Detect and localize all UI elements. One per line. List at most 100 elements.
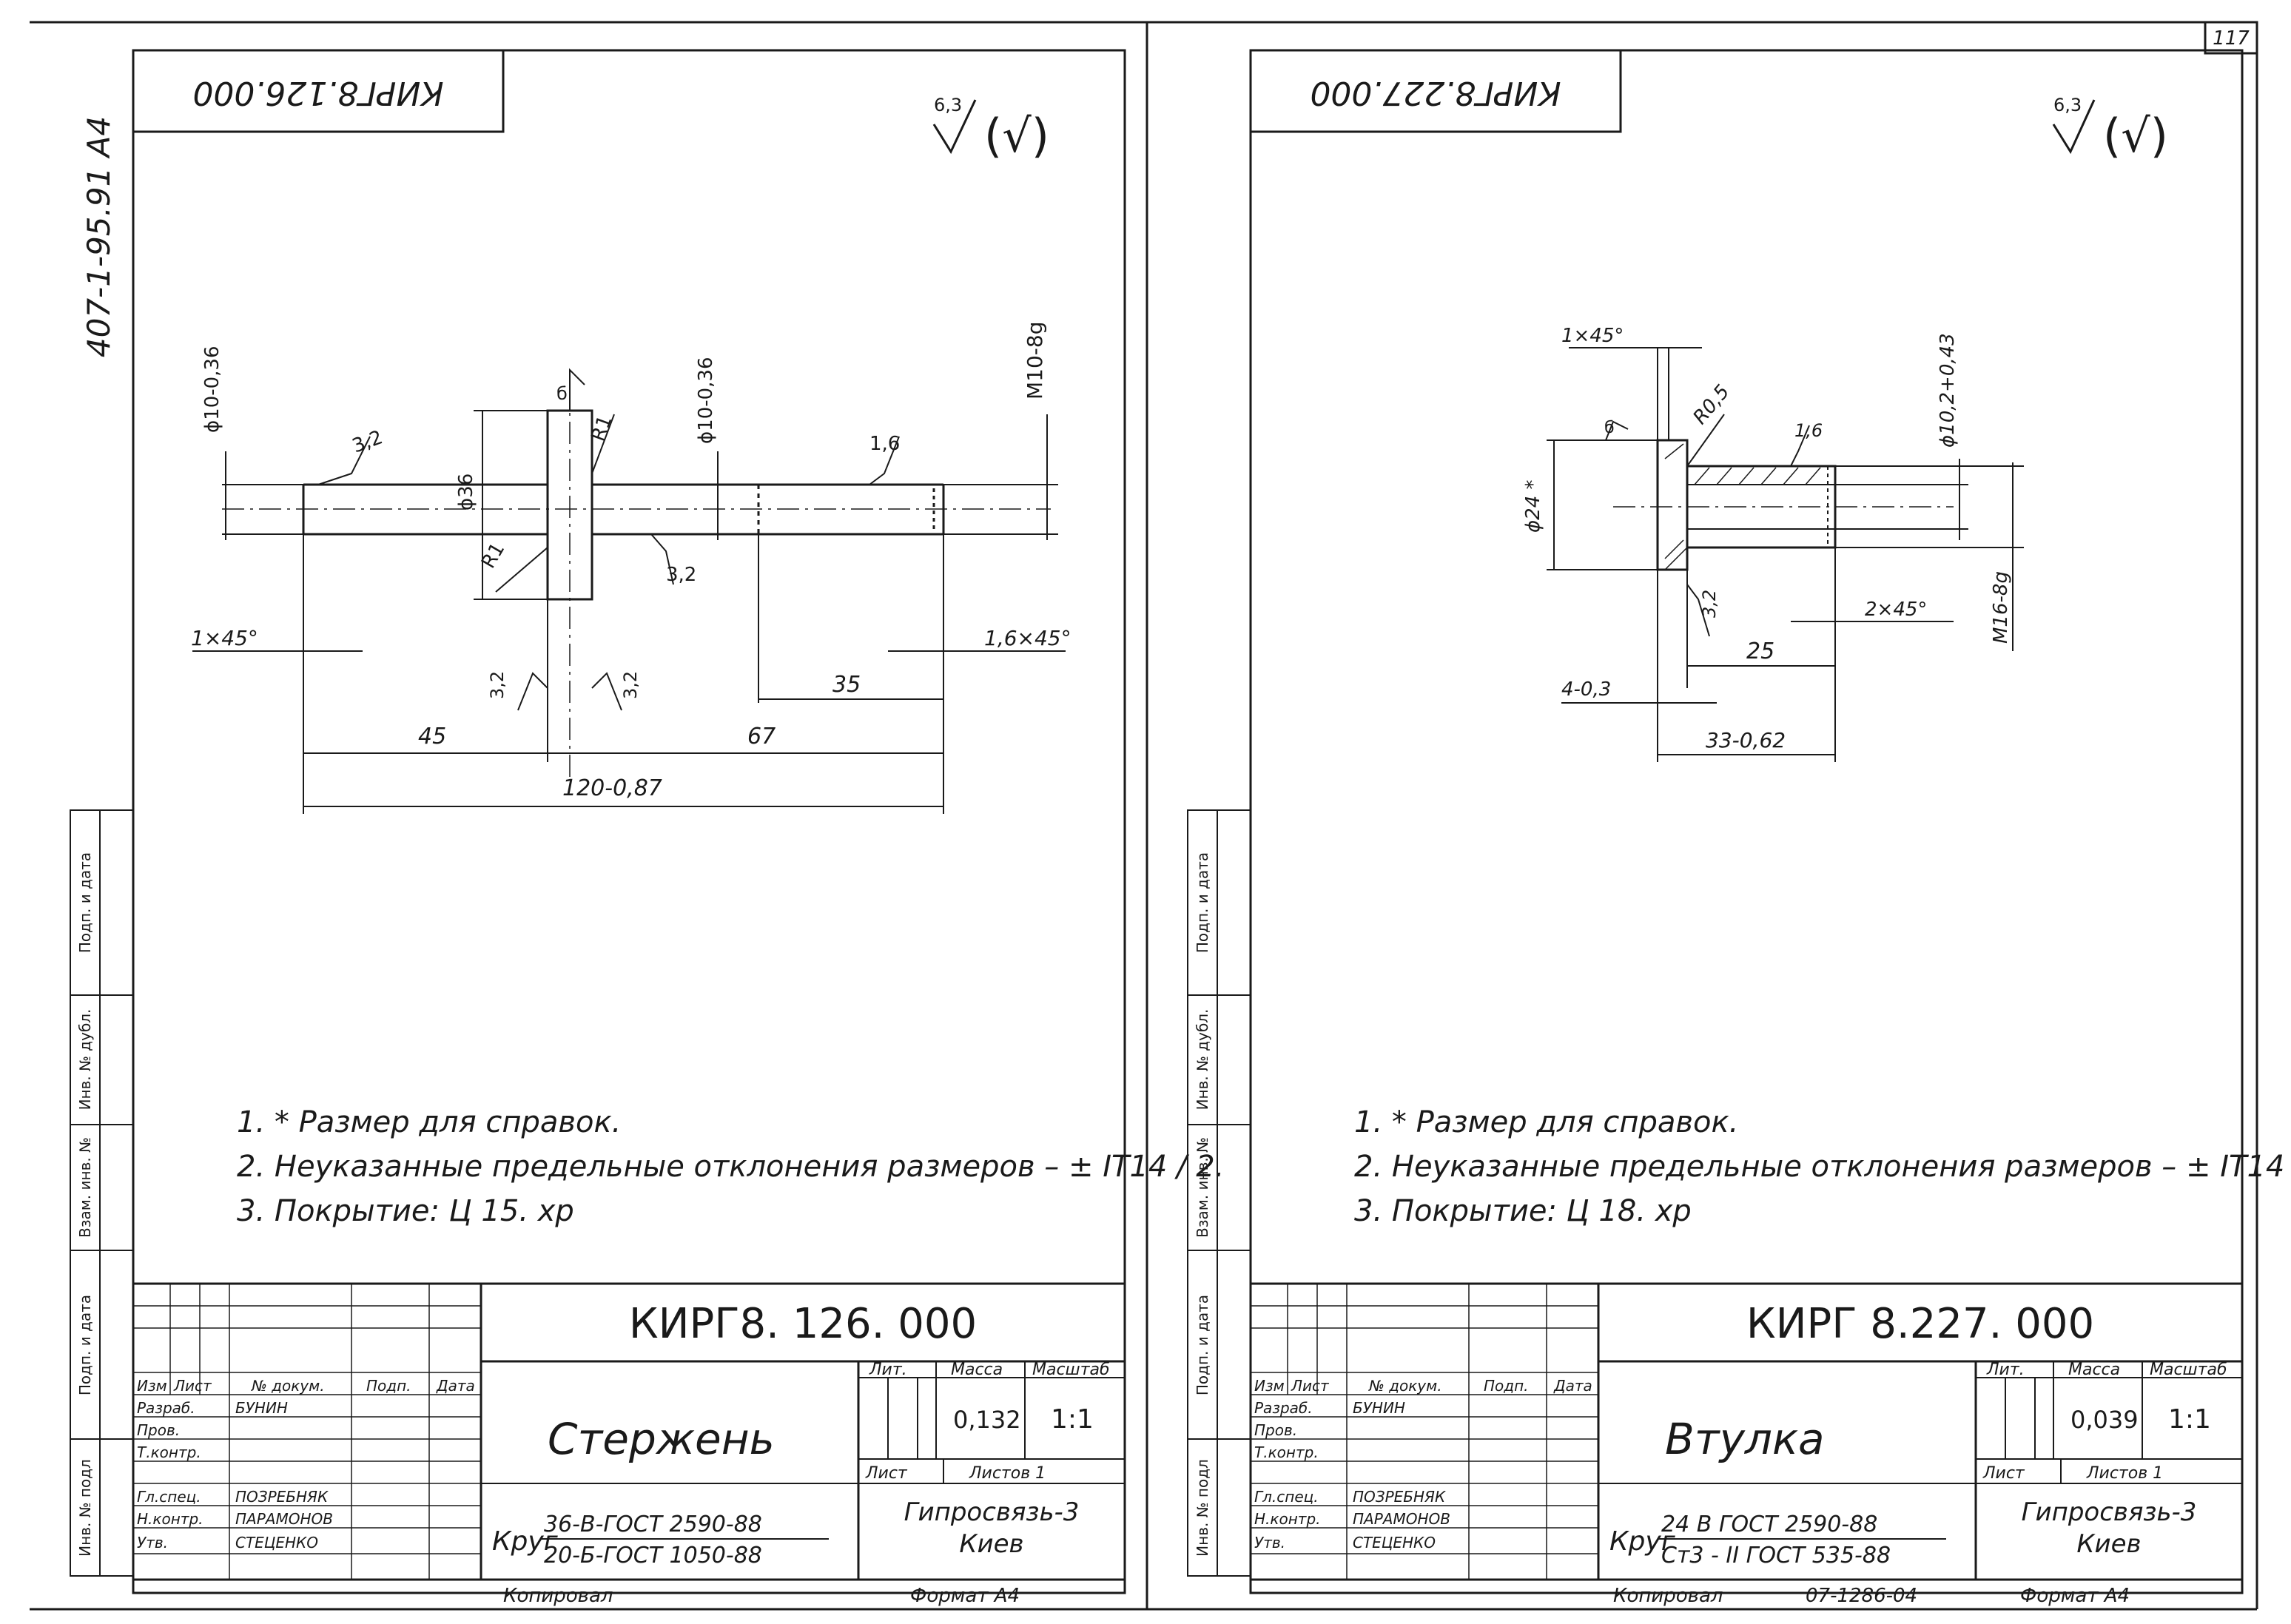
right-side-label-2: Инв. № дубл.	[1194, 1009, 1211, 1111]
bush-rough-top: 1,6	[1794, 420, 1823, 441]
rod-drawing	[222, 385, 1051, 777]
left-project-code: 407-1-95.91 А4	[81, 116, 117, 357]
left-tb-role-3: Т.контр.	[137, 1443, 201, 1461]
rod-d-left: ϕ10-0,36	[201, 346, 223, 433]
left-tb-org2: Киев	[959, 1529, 1023, 1559]
left-note-3: 3. Покрытие: Ц 15. хр	[237, 1194, 574, 1228]
bush-thread: M16-8g	[1990, 571, 2012, 644]
right-tb-col-scale: Масштаб	[2150, 1361, 2227, 1379]
rod-d-mid: ϕ10-0,36	[695, 357, 717, 444]
left-note-1: 1. * Размер для справок.	[237, 1105, 621, 1139]
left-tb-designation: КИРГ8. 126. 000	[629, 1300, 977, 1348]
bush-chamfer-end: 2×45°	[1865, 599, 1927, 621]
bush-len-33: 33-0,62	[1706, 728, 1786, 752]
left-format: Формат А4	[910, 1585, 1020, 1607]
right-format: Формат А4	[2020, 1585, 2130, 1607]
rod-len-45: 45	[418, 724, 446, 749]
left-roughness-symbol: 6,3 (√)	[932, 95, 1049, 163]
left-tb-name: Стержень	[548, 1414, 775, 1464]
rod-flag: б	[556, 383, 568, 404]
rod-rough-right: 1,6	[869, 433, 900, 455]
left-side-label-4: Подп. и дата	[76, 1295, 94, 1395]
left-side-label-3: Взам. инв. №	[76, 1137, 94, 1238]
right-tb-mass: 0,039	[2070, 1406, 2139, 1434]
left-tb-mass: 0,132	[953, 1406, 1021, 1434]
rod-rough-collar-r: 3,2	[620, 671, 641, 699]
outer-frame	[30, 21, 2258, 1611]
left-tb-sheets: Листов 1	[969, 1464, 1046, 1483]
left-side-label-5: Инв. № подл	[76, 1459, 94, 1557]
right-tb-col-lit: Лит.	[1986, 1361, 2025, 1379]
right-tb-role-3: Т.контр.	[1254, 1443, 1319, 1461]
right-tb-h-list: Лист	[1291, 1377, 1330, 1395]
right-tb-org2: Киев	[2076, 1529, 2141, 1559]
right-tb-scale: 1:1	[2168, 1404, 2211, 1435]
left-tb-scale: 1:1	[1051, 1404, 1094, 1435]
left-tb-person-5: ПАРАМОНОВ	[235, 1510, 333, 1528]
left-roughness-value: 6,3	[934, 95, 962, 115]
right-note-2: 2. Неуказанные предельные отклонения раз…	[1354, 1150, 2291, 1184]
right-tb-material-1: 24 В ГОСТ 2590-88	[1661, 1512, 1877, 1537]
right-tb-person-4: ПОЗРЕБНЯК	[1353, 1488, 1446, 1506]
left-tb-sheet: Лист	[865, 1464, 908, 1483]
right-roughness-symbol: 6,3 (√)	[2052, 95, 2168, 163]
rod-dimensions: ϕ10-0,36 ϕ36 ϕ10-0,36 M10-8g 3,2 1,6 3,2…	[191, 322, 1072, 814]
rod-len-67: 67	[747, 724, 776, 749]
left-stamp-text: КИРГ8.126.000	[192, 74, 443, 112]
right-side-strip: Подп. и дата Инв. № дубл. Взам. инв. № П…	[1187, 809, 1251, 1577]
right-stamp-box	[1249, 49, 1622, 133]
left-note-2: 2. Неуказанные предельные отклонения раз…	[237, 1150, 1224, 1184]
left-sheet: КИРГ8.126.000 407-1-95.91 А4 6,3 (√)	[70, 49, 1224, 1607]
left-title-block: Изм Лист № докум. Подп. Дата Разраб. Про…	[132, 1282, 1126, 1607]
right-tb-role-2: Пров.	[1254, 1421, 1297, 1439]
left-tb-material-1: 36-В-ГОСТ 2590-88	[544, 1512, 762, 1537]
rod-thread: M10-8g	[1023, 322, 1047, 400]
left-tb-h-izm: Изм	[137, 1377, 167, 1395]
right-side-label-1: Подп. и дата	[1194, 852, 1211, 953]
right-notes: 1. * Размер для справок. 2. Неуказанные …	[1354, 1105, 2291, 1228]
right-tb-role-6: Утв.	[1254, 1534, 1285, 1551]
right-stamp-text: КИРГ8.227.000	[1310, 74, 1561, 112]
left-tb-role-5: Н.контр.	[137, 1510, 203, 1528]
right-note-1: 1. * Размер для справок.	[1354, 1105, 1738, 1139]
right-copied: Копировал	[1613, 1585, 1723, 1607]
bush-d-inner: ϕ10,2+0,43	[1937, 333, 1959, 448]
right-tb-sheets: Листов 1	[2086, 1464, 2163, 1483]
left-tb-role-1: Разраб.	[137, 1399, 195, 1417]
rod-len-total: 120-0,87	[562, 775, 662, 801]
right-tb-designation: КИРГ 8.227. 000	[1746, 1300, 2094, 1348]
right-tb-h-izm: Изм	[1254, 1377, 1285, 1395]
right-side-label-3: Взам. инв. №	[1194, 1137, 1211, 1238]
right-tb-role-1: Разраб.	[1254, 1399, 1313, 1417]
left-side-label-1: Подп. и дата	[76, 852, 94, 953]
bush-chamfer-top: 1×45°	[1561, 325, 1624, 347]
page-number: 117	[2213, 27, 2250, 50]
left-tb-person-1: БУНИН	[235, 1399, 288, 1417]
right-tb-material-prefix: Круг	[1609, 1526, 1676, 1557]
left-roughness-suffix: (√)	[984, 109, 1049, 163]
right-sheet: КИРГ8.227.000 6,3 (√) 1×45°	[1187, 49, 2291, 1607]
rod-chamfer-right: 1,6×45°	[984, 626, 1072, 650]
bush-len-4: 4-0,3	[1561, 678, 1611, 701]
left-tb-role-2: Пров.	[137, 1421, 180, 1439]
bush-d-outer: ϕ24 *	[1522, 480, 1544, 533]
bush-len-25: 25	[1746, 639, 1774, 664]
left-tb-material-prefix: Круг	[492, 1526, 559, 1557]
bushing-drawing	[1613, 439, 1954, 571]
left-tb-h-sign: Подп.	[366, 1377, 411, 1395]
right-roughness-suffix: (√)	[2103, 109, 2168, 163]
left-tb-col-scale: Масштаб	[1032, 1361, 1110, 1379]
right-side-label-5: Инв. № подл	[1194, 1459, 1211, 1557]
left-tb-role-4: Гл.спец.	[137, 1488, 201, 1506]
bushing-dimensions: 1×45° R0,5 1,6 б ϕ24 * ϕ10,2+0,43 M16-8g	[1522, 325, 2024, 762]
right-tb-material-2: Ст3 - II ГОСТ 535-88	[1661, 1543, 1891, 1569]
right-tb-org1: Гипросвязь-3	[2022, 1497, 2197, 1527]
left-tb-col-lit: Лит.	[869, 1361, 907, 1379]
right-side-label-4: Подп. и дата	[1194, 1295, 1211, 1395]
left-side-strip: Подп. и дата Инв. № дубл. Взам. инв. № П…	[70, 809, 134, 1577]
left-tb-person-4: ПОЗРЕБНЯК	[235, 1488, 329, 1506]
right-tb-h-date: Дата	[1553, 1377, 1592, 1395]
right-tb-name: Втулка	[1665, 1414, 1825, 1464]
left-tb-org1: Гипросвязь-3	[904, 1497, 1080, 1527]
